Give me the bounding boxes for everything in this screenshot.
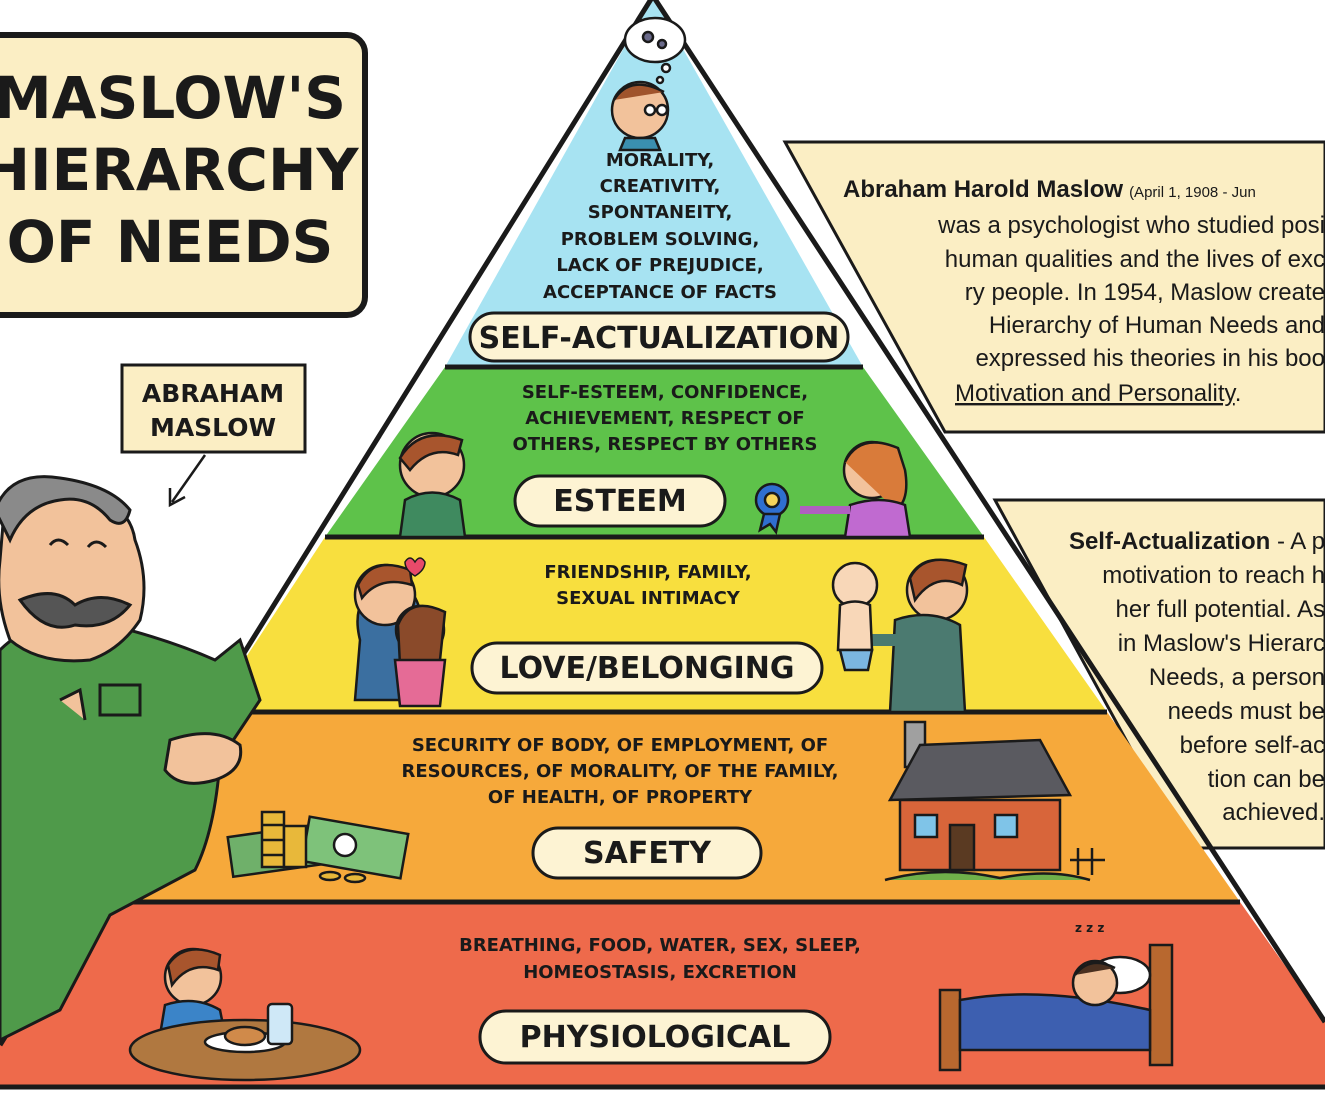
caption-line-1: ABRAHAM <box>142 379 284 408</box>
title-line-1: MASLOW'S <box>0 64 346 132</box>
bio-text-line-2: human qualities and the lives of exc <box>945 246 1325 273</box>
bio-panel <box>782 140 1325 434</box>
zzz-text: z z z <box>1075 921 1104 935</box>
svg-text:LOVE/BELONGING: LOVE/BELONGING <box>500 651 795 686</box>
couple-illustration <box>353 557 447 708</box>
self-actualization-desc-5: ACCEPTANCE OF FACTS <box>543 282 777 303</box>
self-actualization-note-panel <box>992 498 1325 850</box>
note-line-0: Self-Actualization - A p <box>1069 528 1325 555</box>
title-line-3: OF NEEDS <box>7 208 334 276</box>
bio-text-line-1: was a psychologist who studied posi <box>937 212 1325 239</box>
esteem-desc-0: SELF-ESTEEM, CONFIDENCE, <box>522 382 808 403</box>
esteem-desc-1: ACHIEVEMENT, RESPECT OF <box>525 408 804 429</box>
safety-desc-2: OF HEALTH, OF PROPERTY <box>488 787 753 808</box>
love-desc-0: FRIENDSHIP, FAMILY, <box>544 562 751 583</box>
physiological-desc-0: BREATHING, FOOD, WATER, SEX, SLEEP, <box>459 935 861 956</box>
label-love-belonging: LOVE/BELONGING <box>470 641 824 695</box>
safety-desc-1: RESOURCES, OF MORALITY, OF THE FAMILY, <box>401 761 838 782</box>
sleeping-child-illustration <box>938 943 1174 1072</box>
tier-self-actualization <box>445 0 863 367</box>
tier-esteem <box>325 367 984 537</box>
svg-text:SAFETY: SAFETY <box>583 836 712 871</box>
note-line-4: Needs, a person <box>1149 664 1325 691</box>
title-line-2: HIERARCHY <box>0 136 360 204</box>
svg-text:ESTEEM: ESTEEM <box>553 484 686 519</box>
label-self-actualization: SELF-ACTUALIZATION <box>468 311 850 363</box>
caption-line-2: MASLOW <box>150 413 276 442</box>
esteem-children-illustration <box>398 431 912 539</box>
bio-text-line-4: Hierarchy of Human Needs and <box>989 312 1325 339</box>
label-esteem: ESTEEM <box>513 474 727 528</box>
label-physiological: PHYSIOLOGICAL <box>478 1009 832 1065</box>
bio-text-line-3: ry people. In 1954, Maslow create <box>965 279 1325 306</box>
note-line-5: needs must be <box>1168 698 1325 725</box>
physiological-desc-1: HOMEOSTASIS, EXCRETION <box>523 962 797 983</box>
note-line-6: before self-ac <box>1180 732 1325 759</box>
house-illustration <box>884 720 1105 882</box>
love-desc-1: SEXUAL INTIMACY <box>556 588 741 609</box>
bio-text-line-6: Motivation and Personality. <box>955 380 1241 407</box>
thinking-child-illustration <box>610 16 687 152</box>
safety-desc-0: SECURITY OF BODY, OF EMPLOYMENT, OF <box>412 735 828 756</box>
note-line-1: motivation to reach h <box>1102 562 1325 589</box>
note-line-3: in Maslow's Hierarc <box>1118 630 1325 657</box>
abraham-maslow-illustration <box>0 475 262 1042</box>
eating-child-illustration <box>128 947 362 1082</box>
caption-box <box>120 363 307 454</box>
svg-text:PHYSIOLOGICAL: PHYSIOLOGICAL <box>520 1020 791 1055</box>
label-safety: SAFETY <box>531 826 763 880</box>
note-line-2: her full potential. As <box>1116 596 1325 623</box>
self-actualization-desc-2: SPONTANEITY, <box>588 202 733 223</box>
note-line-7: tion can be <box>1208 766 1325 793</box>
note-line-8: achieved. <box>1222 799 1325 826</box>
esteem-desc-2: OTHERS, RESPECT BY OTHERS <box>512 434 817 455</box>
bio-text-line-5: expressed his theories in his boo <box>975 345 1325 372</box>
parent-baby-illustration <box>831 558 969 714</box>
title-box <box>0 32 368 318</box>
svg-text:SELF-ACTUALIZATION: SELF-ACTUALIZATION <box>479 321 840 356</box>
self-actualization-desc-1: CREATIVITY, <box>600 176 721 197</box>
self-actualization-desc-3: PROBLEM SOLVING, <box>561 229 760 250</box>
bio-text-line-0: Abraham Harold Maslow(April 1, 1908 - Ju… <box>843 176 1256 203</box>
self-actualization-desc-4: LACK OF PREJUDICE, <box>556 255 763 276</box>
self-actualization-desc-0: MORALITY, <box>606 150 714 171</box>
money-illustration <box>226 810 410 884</box>
caption-arrow <box>168 454 207 508</box>
